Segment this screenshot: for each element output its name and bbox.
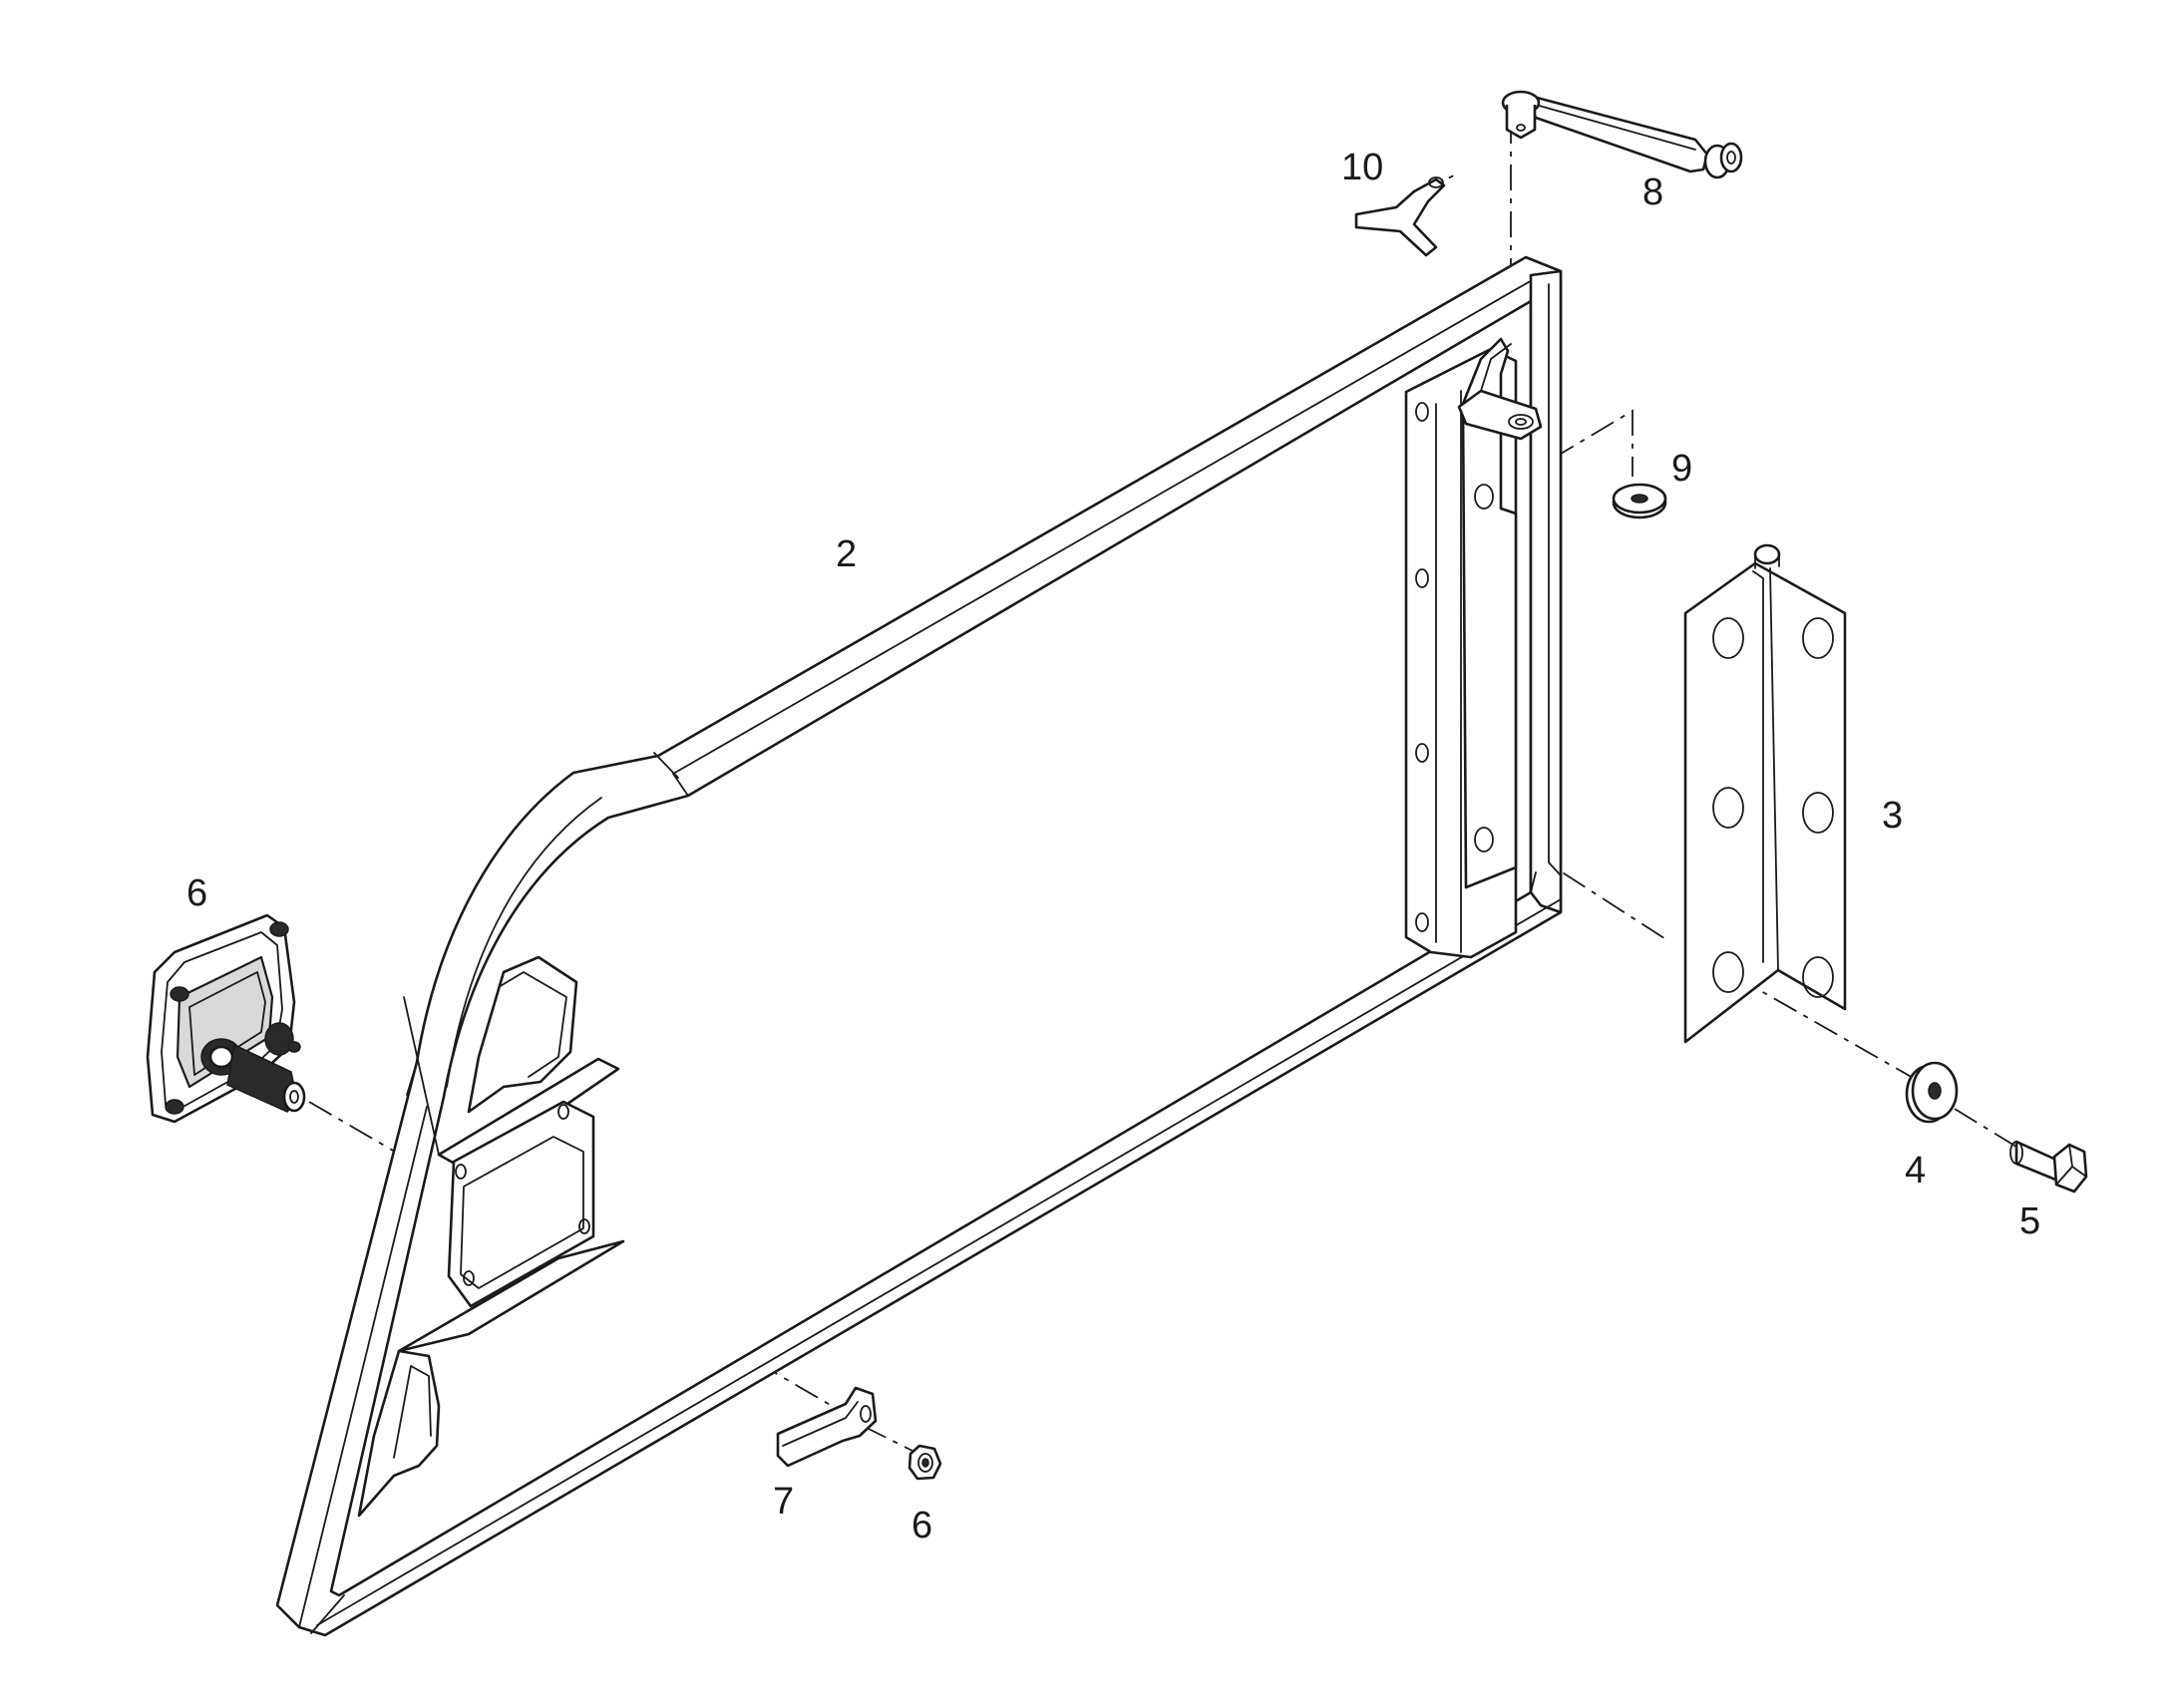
bolt — [2009, 1140, 2088, 1194]
callout-bracket: 7 — [773, 1481, 794, 1523]
frame-right-post — [1529, 269, 1563, 914]
axis-nut — [862, 1425, 913, 1452]
frame-opening — [329, 299, 1533, 1597]
washer-large — [1905, 1061, 1959, 1124]
frame-hinge-plate — [1404, 337, 1543, 959]
callout-cotter-pin: 10 — [1341, 147, 1383, 188]
axis-hinge-to-frame — [1523, 847, 1671, 943]
callout-lamp: 6 — [186, 872, 207, 914]
axis-washer-large — [1732, 974, 1916, 1080]
bracket-clip — [776, 1386, 878, 1468]
hex-nut — [908, 1444, 942, 1481]
washer-small — [1612, 483, 1667, 519]
callout-hinge-pin: 8 — [1642, 171, 1663, 213]
callout-washer-large: 4 — [1905, 1150, 1926, 1192]
door-frame — [275, 255, 1563, 1637]
callout-bolt: 5 — [2019, 1200, 2040, 1242]
tail-lamp — [146, 913, 306, 1124]
hinge-pin-rod — [1501, 90, 1743, 179]
hinge-angle-bracket — [1683, 543, 1847, 1044]
callout-nut: 6 — [911, 1505, 932, 1546]
callout-labels: 2 3 4 5 6 6 7 8 9 10 — [186, 147, 2040, 1546]
callout-frame: 2 — [836, 533, 857, 575]
callout-washer-small: 9 — [1671, 448, 1692, 490]
callout-hinge-angle: 3 — [1882, 795, 1903, 837]
axis-bolt — [1954, 1108, 2025, 1153]
cotter-pin — [1354, 176, 1446, 257]
lamp-mount-bracket — [357, 955, 625, 1518]
